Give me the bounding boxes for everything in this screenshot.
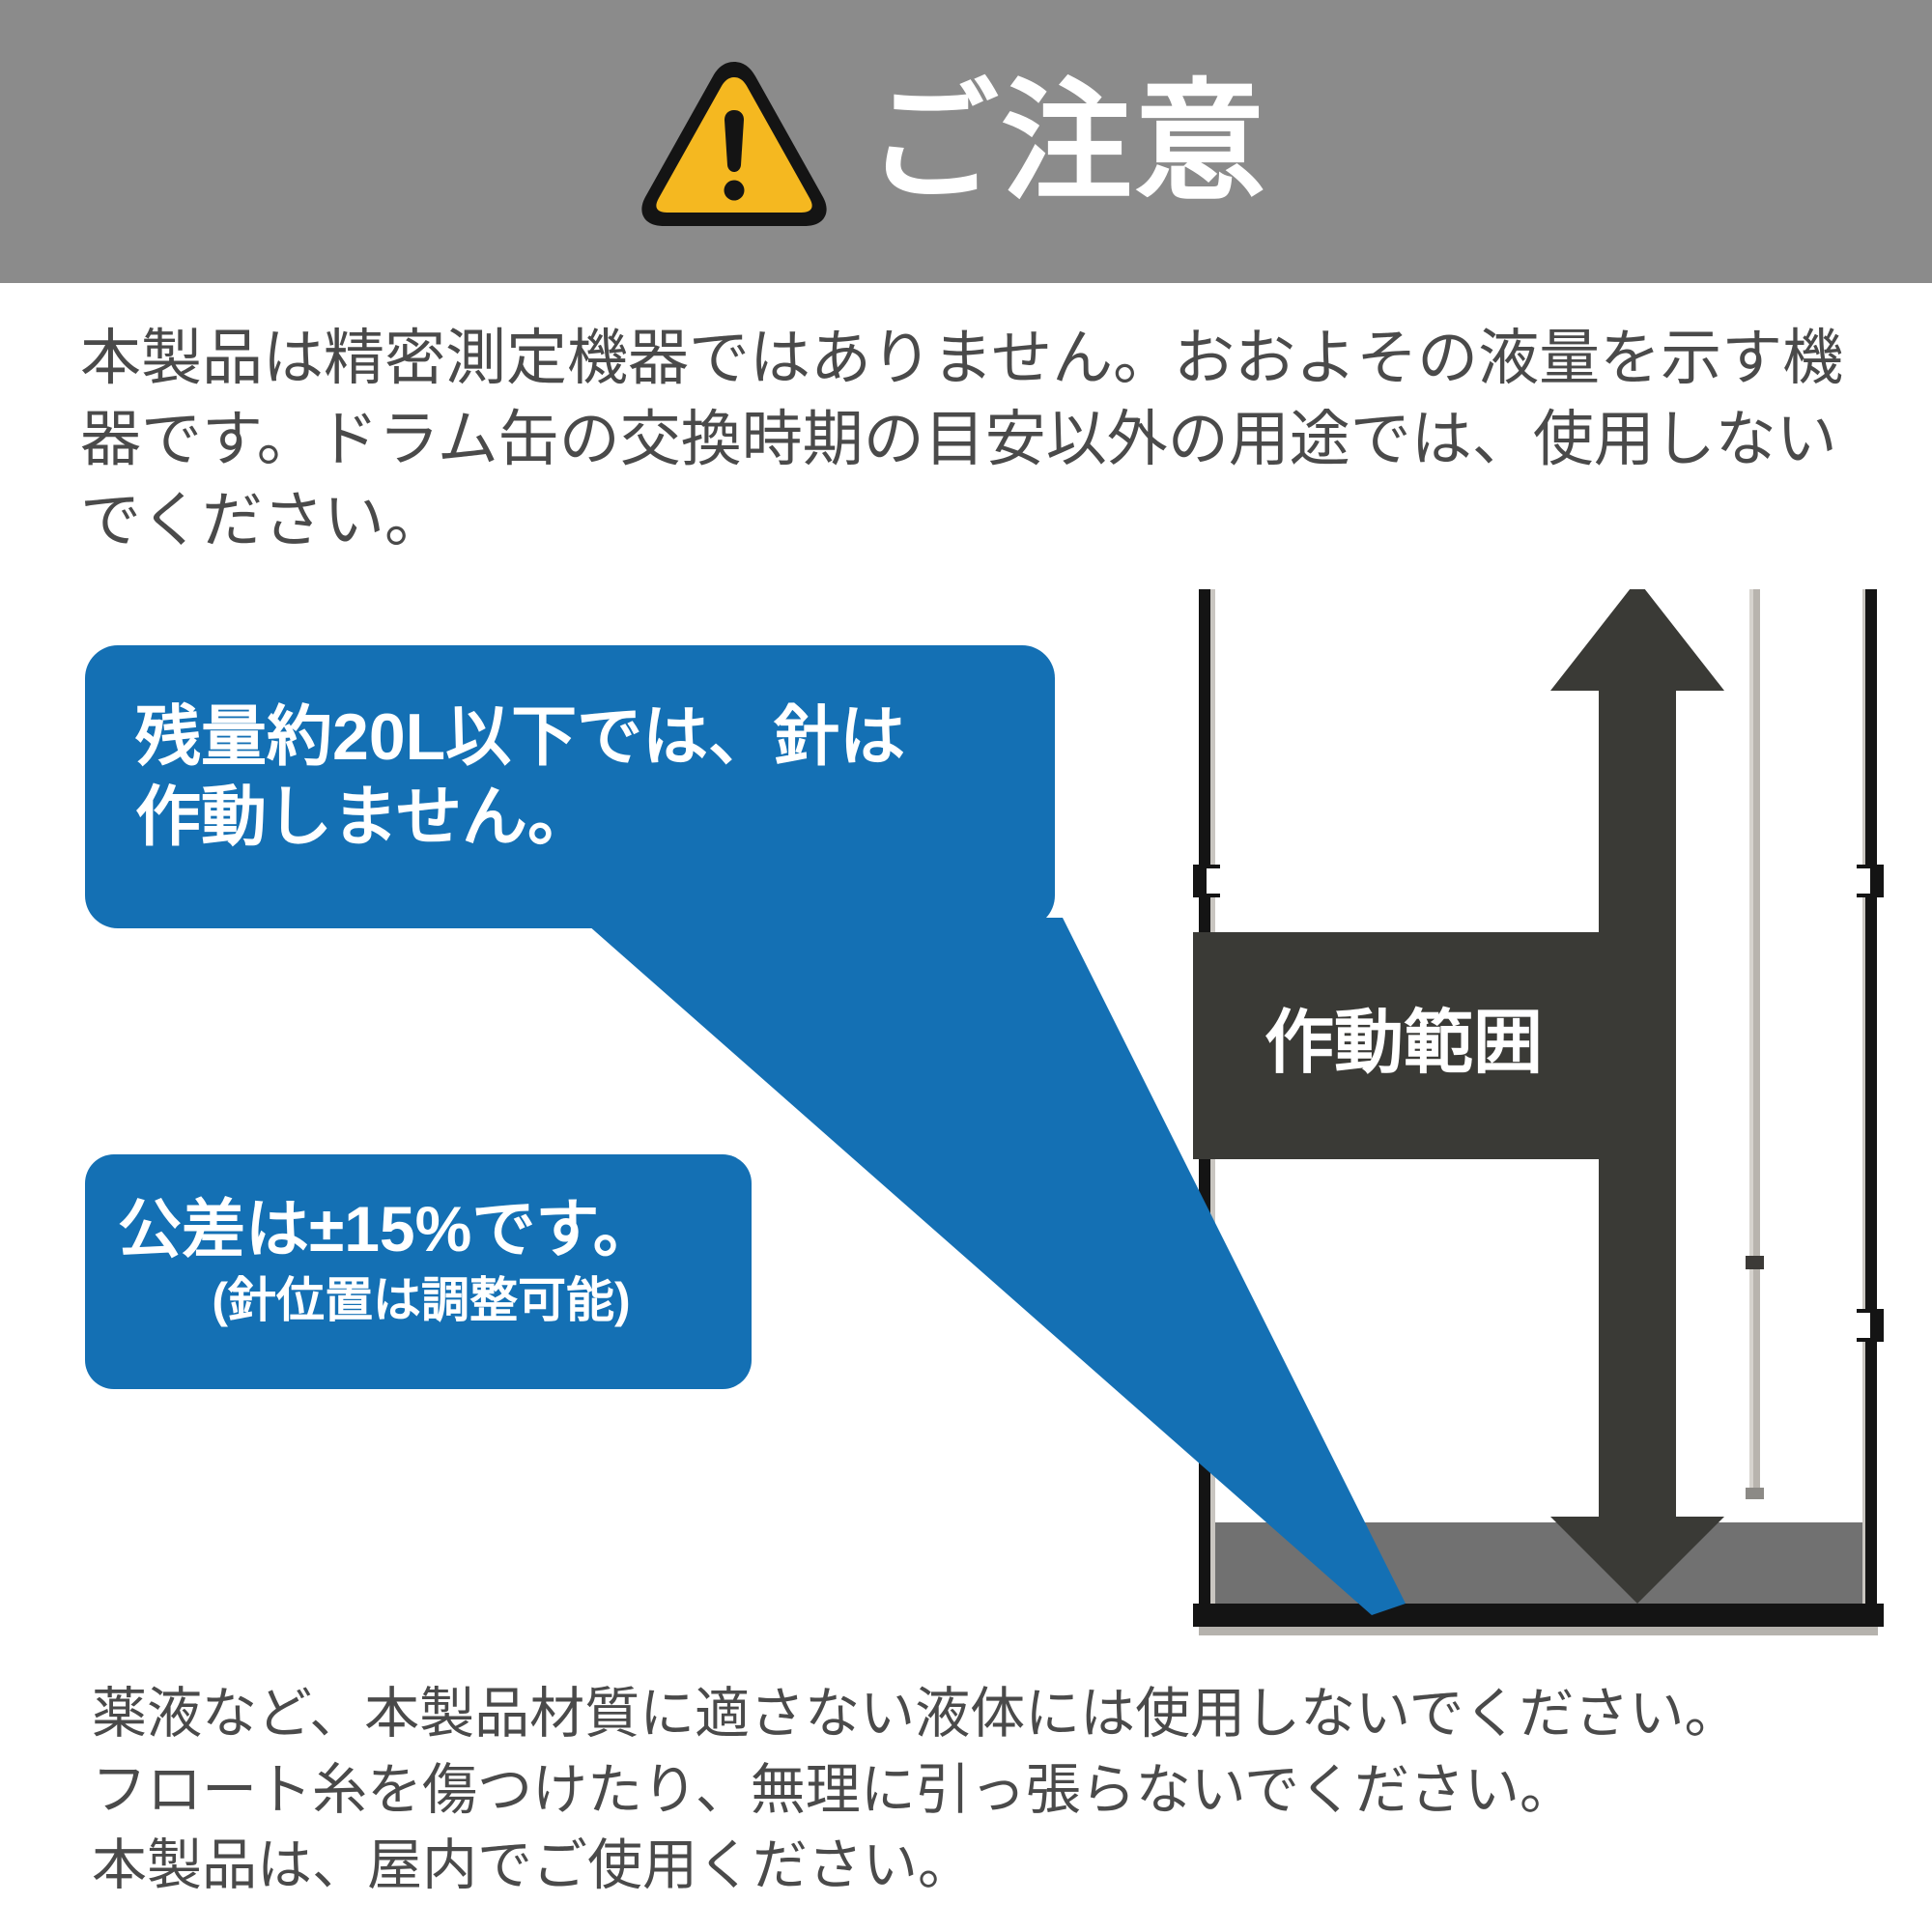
drum-rib-right-upper-inner [1853, 868, 1870, 894]
drum-bottom-rim [1193, 1604, 1884, 1627]
header-band: ご注意 [0, 0, 1932, 283]
gauge-rod-highlight [1749, 589, 1753, 1492]
callout-2-main: 公差は±15%です。 [118, 1193, 657, 1264]
drum-right-wall [1865, 589, 1877, 1615]
intro-paragraph: 本製品は精密測定機器ではありません。おおよその液量を示す機器です。ドラム缶の交換… [80, 325, 1844, 554]
drum-rib-left-lower-inner [1207, 1313, 1224, 1338]
footer-line-1: 薬液など、本製品材質に適さない液体には使用しないでください。 [92, 1683, 1740, 1745]
footer-line-2: フロート糸を傷つけたり、無理に引っ張らないでください。 [92, 1758, 1576, 1821]
gauge-rod-foot [1746, 1488, 1764, 1499]
page-title: ご注意 [867, 68, 1267, 215]
drum-rib-left-upper-inner [1207, 868, 1224, 894]
footer-line-3: 本製品は、屋内でご使用ください。 [92, 1834, 973, 1897]
callout-1-line-1: 残量約20L以下では、針は [135, 700, 906, 774]
callout-tolerance: 公差は±15%です。 (針位置は調整可能) [85, 1154, 752, 1389]
footer-notes: 薬液など、本製品材質に適さない液体には使用しないでください。 フロート糸を傷つけ… [92, 1676, 1879, 1904]
operating-range-label: 作動範囲 [1264, 1005, 1543, 1082]
drum-bottom-shadow [1199, 1627, 1878, 1635]
warning-triangle-icon [641, 61, 827, 226]
drum-rib-right-lower-inner [1853, 1313, 1870, 1338]
gauge-rod [1749, 589, 1760, 1492]
liquid-level-fill [1214, 1522, 1863, 1604]
callout-1-line-2: 作動しません。 [135, 780, 593, 854]
drum-can-svg: 作動範囲 [1193, 589, 1884, 1635]
drum-illustration: 作動範囲 [1193, 589, 1884, 1652]
callout-2-sub: (針位置は調整可能) [212, 1272, 631, 1327]
header-inner: ご注意 [638, 56, 1267, 228]
callout-low-level-warning: 残量約20L以下では、針は 作動しません。 [85, 645, 1055, 928]
gauge-float-collar [1746, 1256, 1764, 1269]
